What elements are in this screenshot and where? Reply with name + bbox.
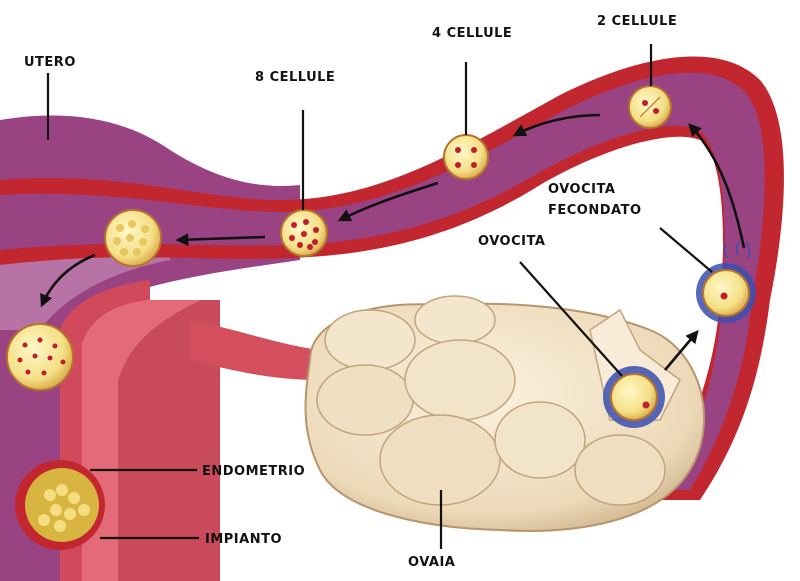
fertilized-oocyte: [696, 240, 756, 323]
oocyte: [603, 366, 665, 428]
flow-arrows: [40, 113, 746, 371]
arrow-icon: [512, 113, 601, 137]
implantation-site: [15, 460, 105, 550]
cell-4: [443, 134, 489, 180]
label-impianto: IMPIANTO: [205, 532, 282, 547]
label-utero: UTERO: [24, 55, 76, 70]
ovarian-ligament: [190, 320, 320, 380]
arrow-icon: [664, 330, 699, 371]
labels: UTERO 8 CELLULE 4 CELLULE 2 CELLULE OVOC…: [24, 14, 677, 570]
label-4-cellule: 4 CELLULE: [432, 26, 512, 41]
label-endometrio: ENDOMETRIO: [202, 464, 305, 479]
arrow-icon: [40, 253, 96, 308]
arrow-icon: [337, 181, 439, 222]
label-ovaia: OVAIA: [408, 555, 455, 570]
ovary: [304, 295, 705, 532]
label-ovocita: OVOCITA: [478, 234, 545, 249]
label-2-cellule: 2 CELLULE: [597, 14, 677, 29]
cell-8: [280, 209, 328, 257]
arrow-icon: [688, 123, 746, 249]
label-8-cellule: 8 CELLULE: [255, 70, 335, 85]
label-ovocita-fecondato-1: OVOCITA: [548, 182, 615, 197]
arrow-icon: [175, 233, 266, 247]
morula-cell: [104, 209, 162, 267]
cell-2: [628, 85, 672, 129]
leader-lines: [46, 44, 713, 549]
blastocyst-cell: [6, 323, 74, 391]
label-ovocita-fecondato-2: FECONDATO: [548, 203, 642, 218]
